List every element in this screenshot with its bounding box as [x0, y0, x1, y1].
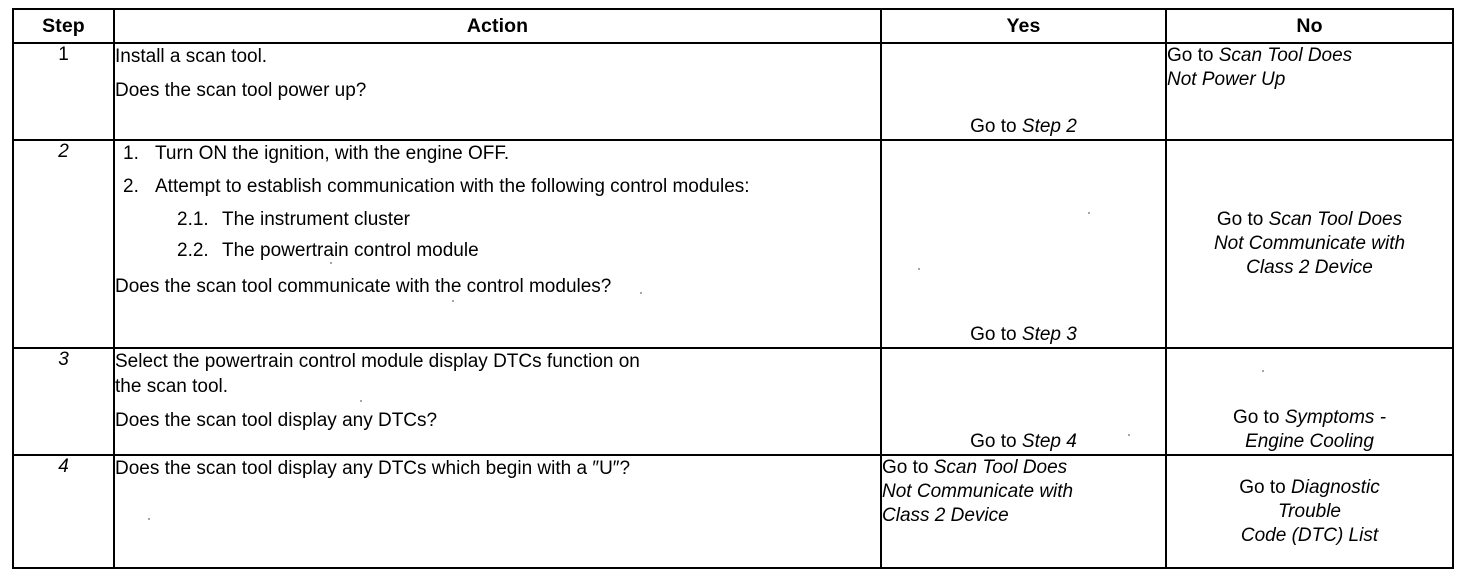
- goto-target-line: Code (DTC) List: [1240, 524, 1379, 546]
- list-text: Attempt to establish communication with …: [155, 176, 750, 197]
- column-header-no: No: [1165, 8, 1454, 44]
- goto-prefix: Go to: [1239, 476, 1292, 498]
- goto-reference: Go to Symptoms - Engine Cooling: [1167, 406, 1452, 454]
- list-item: 2.2. The powertrain control module: [115, 238, 880, 263]
- diagnostic-table: Step Action Yes No 1 Install a scan tool…: [12, 8, 1454, 569]
- table-row: 1 Install a scan tool. Does the scan too…: [12, 42, 1454, 141]
- goto-target: Step 3: [1021, 324, 1077, 345]
- yes-cell: Go to Step 2: [880, 42, 1167, 141]
- goto-reference: Go to Step 4: [882, 430, 1165, 454]
- action-line: the scan tool.: [115, 376, 229, 397]
- list-marker: 2.2.: [177, 240, 209, 261]
- goto-prefix: Go to: [970, 324, 1022, 345]
- list-text: Turn ON the ignition, with the engine OF…: [155, 143, 510, 164]
- action-cell: Does the scan tool display any DTCs whic…: [113, 454, 882, 569]
- yes-cell: Go to Scan Tool Does Not Communicate wit…: [880, 454, 1167, 569]
- column-header-action: Action: [113, 8, 882, 44]
- list-text: The instrument cluster: [222, 209, 410, 230]
- goto-target-line: Symptoms -: [1284, 407, 1387, 428]
- no-cell: Go to Symptoms - Engine Cooling: [1165, 347, 1454, 456]
- list-item: 2. Attempt to establish communication wi…: [115, 174, 880, 199]
- goto-prefix: Go to: [1167, 45, 1219, 66]
- goto-prefix: Go to: [1216, 209, 1269, 230]
- goto-target-line: Not Communicate with: [1213, 233, 1406, 254]
- action-question: Does the scan tool power up?: [115, 80, 367, 101]
- action-line: Select the powertrain control module dis…: [115, 351, 640, 372]
- goto-target: Step 2: [1021, 116, 1077, 137]
- goto-reference: Go to Step 2: [882, 115, 1165, 139]
- step-number: 1: [58, 44, 69, 65]
- list-item: 2.1. The instrument cluster: [115, 207, 880, 232]
- column-header-yes: Yes: [880, 8, 1167, 44]
- goto-target-line: Class 2 Device: [882, 505, 1009, 526]
- goto-target-line: Scan Tool Does: [933, 457, 1068, 478]
- goto-target-line: Not Communicate with: [882, 481, 1074, 502]
- action-question: Does the scan tool display any DTCs whic…: [115, 458, 631, 479]
- table-header-row: Step Action Yes No: [12, 8, 1454, 44]
- goto-target-line: Class 2 Device: [1246, 257, 1373, 278]
- column-header-step: Step: [12, 8, 115, 44]
- step-number: 2: [58, 141, 69, 162]
- list-marker: 2.: [123, 176, 139, 197]
- list-marker: 2.1.: [177, 209, 209, 230]
- yes-cell: Go to Step 4: [880, 347, 1167, 456]
- action-line: Install a scan tool.: [115, 46, 268, 67]
- step-number-cell: 3: [12, 347, 115, 456]
- goto-target-line: Scan Tool Does: [1218, 45, 1353, 66]
- goto-reference: Go to Diagnostic Trouble Code (DTC) List: [1167, 476, 1452, 548]
- goto-target-line: Scan Tool Does: [1268, 209, 1403, 230]
- step-number-cell: 4: [12, 454, 115, 569]
- action-cell: Select the powertrain control module dis…: [113, 347, 882, 456]
- action-cell: 1. Turn ON the ignition, with the engine…: [113, 139, 882, 349]
- goto-prefix: Go to: [970, 116, 1022, 137]
- step-number: 3: [58, 349, 69, 370]
- yes-cell: Go to Step 3: [880, 139, 1167, 349]
- goto-target-line: Trouble: [1277, 500, 1341, 522]
- list-item: 1. Turn ON the ignition, with the engine…: [115, 141, 880, 166]
- goto-reference: Go to Scan Tool Does Not Power Up: [1167, 44, 1452, 92]
- table-row: 3 Select the powertrain control module d…: [12, 347, 1454, 456]
- goto-target-line: Diagnostic: [1291, 476, 1380, 498]
- goto-reference: Go to Scan Tool Does Not Communicate wit…: [1167, 208, 1452, 280]
- goto-prefix: Go to: [1232, 407, 1285, 428]
- list-text: The powertrain control module: [222, 240, 479, 261]
- goto-prefix: Go to: [970, 431, 1022, 452]
- no-cell: Go to Scan Tool Does Not Communicate wit…: [1165, 139, 1454, 349]
- action-question: Does the scan tool communicate with the …: [115, 276, 612, 297]
- goto-reference: Go to Step 3: [882, 323, 1165, 347]
- step-number-cell: 1: [12, 42, 115, 141]
- list-marker: 1.: [123, 143, 139, 164]
- step-number-cell: 2: [12, 139, 115, 349]
- table-row: 2 1. Turn ON the ignition, with the engi…: [12, 139, 1454, 349]
- goto-target: Step 4: [1021, 431, 1077, 452]
- table-row: 4 Does the scan tool display any DTCs wh…: [12, 454, 1454, 569]
- goto-reference: Go to Scan Tool Does Not Communicate wit…: [882, 456, 1165, 528]
- action-cell: Install a scan tool. Does the scan tool …: [113, 42, 882, 141]
- goto-prefix: Go to: [882, 457, 934, 478]
- action-question: Does the scan tool display any DTCs?: [115, 410, 438, 431]
- no-cell: Go to Diagnostic Trouble Code (DTC) List: [1165, 454, 1454, 569]
- goto-target-line: Not Power Up: [1167, 69, 1286, 90]
- numbered-list: 1. Turn ON the ignition, with the engine…: [115, 141, 880, 263]
- step-number: 4: [58, 456, 69, 477]
- no-cell: Go to Scan Tool Does Not Power Up: [1165, 42, 1454, 141]
- goto-target-line: Engine Cooling: [1245, 431, 1374, 452]
